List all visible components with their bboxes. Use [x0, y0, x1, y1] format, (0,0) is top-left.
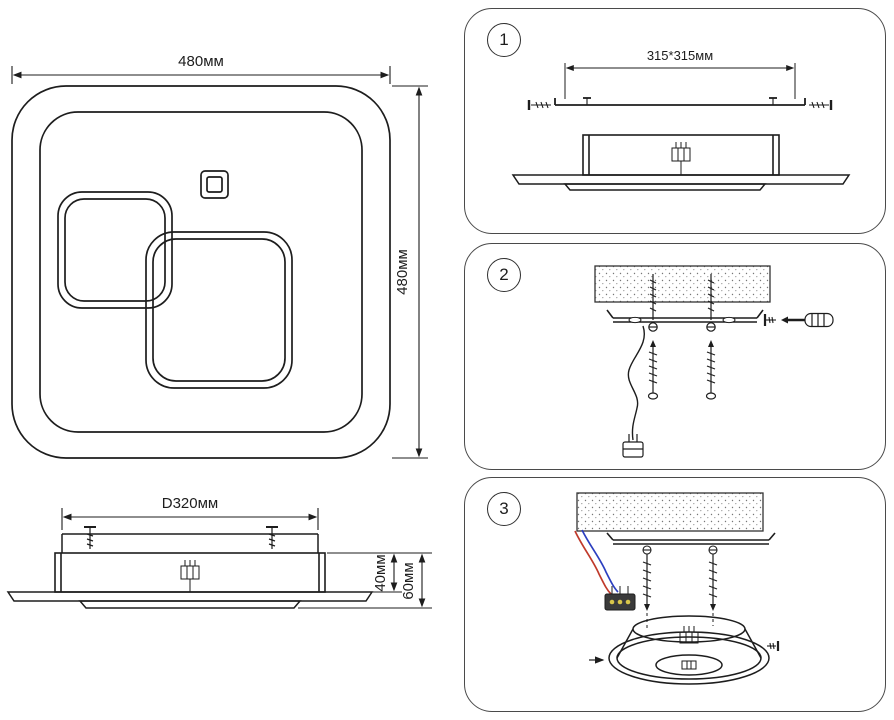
fixture-connector-icon [671, 142, 691, 175]
supply-wire [627, 325, 645, 441]
fixture-base-plate-side [511, 174, 851, 191]
wire-blue [581, 529, 619, 593]
loose-screw-right [705, 340, 717, 400]
bracket-screw-right-icon [266, 526, 278, 549]
bar-end-screw-right-icon [809, 100, 833, 110]
step-1-badge: 1 [487, 23, 521, 57]
wire-red [574, 530, 612, 595]
dimension-height-40-label: 40мм [372, 554, 389, 591]
side-view-base-plate [6, 591, 374, 609]
dimension-diameter-lines [61, 508, 319, 530]
ceiling-strip [576, 492, 764, 532]
loose-screw-left [647, 340, 659, 400]
small-screw-icon [763, 314, 776, 326]
dimension-top-width-lines [11, 66, 391, 84]
canopy-connector-icon [679, 626, 699, 644]
step-3-number: 3 [499, 499, 509, 518]
standoff-screw-right [708, 554, 718, 611]
step-3-illustration [574, 492, 780, 685]
step-2-number: 2 [499, 265, 509, 284]
dimension-bracket-label: 315*315мм [647, 48, 713, 63]
step-1-illustration: 315*315мм [511, 48, 851, 191]
fixing-screw-right [706, 274, 716, 332]
alignment-guides [646, 613, 714, 628]
fixing-screw-left [648, 274, 658, 332]
top-view-square-luminaire [11, 85, 391, 459]
side-view-connector-icon [180, 560, 200, 592]
step-2-illustration [594, 265, 834, 458]
step-1-number: 1 [499, 30, 509, 49]
bar-end-screw-left-icon [527, 100, 551, 110]
step-2-panel: 2 [464, 243, 886, 470]
step-3-panel: 3 [464, 477, 886, 712]
dimension-heights-extension-lines [298, 552, 432, 609]
step-2-badge: 2 [487, 258, 521, 292]
bracket-screw-left-icon [84, 526, 96, 549]
bar-tab-screws [583, 97, 777, 105]
dimension-top-width-label: 480мм [178, 53, 224, 70]
side-screw-icon [767, 641, 780, 651]
side-view-bracket [61, 533, 319, 553]
ceiling-strip [594, 265, 771, 303]
step-3-badge: 3 [487, 492, 521, 526]
dimension-right-height-lines [392, 85, 428, 459]
wire-plug-connector-icon [622, 434, 644, 458]
fixture-dimension-drawings: 480мм 480мм D320мм [6, 53, 432, 609]
bar-screw-heads [642, 545, 718, 555]
dimension-diameter-label: D320мм [162, 495, 218, 512]
screwdriver-icon [781, 312, 834, 328]
canopy-terminal-icon [681, 660, 697, 670]
step-1-panel: 1 315*315мм [464, 8, 886, 234]
terminal-block-icon [604, 586, 636, 611]
mounting-bar [606, 309, 764, 324]
mounting-bar [554, 98, 806, 106]
dimension-right-height-label: 480мм [394, 249, 411, 295]
dimension-height-60-label: 60мм [400, 562, 417, 599]
standoff-screw-left [642, 554, 652, 611]
mounting-bar [606, 532, 776, 545]
dimension-bracket-lines [564, 63, 796, 99]
